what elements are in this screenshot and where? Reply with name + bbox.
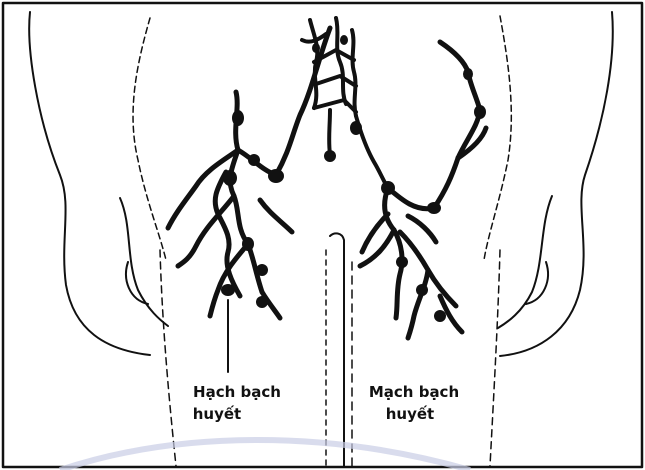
lymph-node <box>248 154 260 166</box>
lymph-node <box>242 237 254 251</box>
right-hip-inner-line <box>484 16 511 260</box>
right-leg-outer <box>490 250 500 466</box>
lymph-node <box>381 181 395 195</box>
lymph-node <box>223 170 237 186</box>
lymph-vessel-label-line2: huyết <box>380 403 440 425</box>
left-leg-outer <box>160 250 176 466</box>
lymph-node <box>268 169 284 183</box>
lymph-node <box>427 202 441 214</box>
lymph-vessel-label-line1: Mạch bạch <box>354 381 474 403</box>
lymph-node <box>221 284 235 296</box>
lymph-node <box>340 35 348 45</box>
inner-thigh-left <box>330 233 344 466</box>
lymph-node <box>463 68 473 80</box>
right-hand-outline <box>498 196 552 328</box>
lymph-node <box>256 264 268 276</box>
lymph-node <box>312 43 320 53</box>
lymph-node <box>232 110 244 126</box>
lymph-node <box>474 105 486 119</box>
left-lymph-chain <box>168 28 330 318</box>
watermark-arc <box>60 440 470 470</box>
lymph-node <box>256 296 268 308</box>
left-hip-outline <box>29 12 150 355</box>
lymph-node-label-line2: huyết <box>187 403 247 425</box>
left-hip-inner-line <box>133 18 166 260</box>
right-hip-outline <box>500 12 613 356</box>
lymph-node <box>396 256 408 268</box>
image-frame <box>3 3 642 467</box>
lymph-node <box>350 121 362 135</box>
lymph-node <box>324 150 336 162</box>
lymph-node-label-line1: Hạch bạch <box>178 381 296 403</box>
left-thumb-outline <box>126 262 148 304</box>
lymph-node <box>416 284 428 296</box>
lymph-node <box>434 310 446 322</box>
